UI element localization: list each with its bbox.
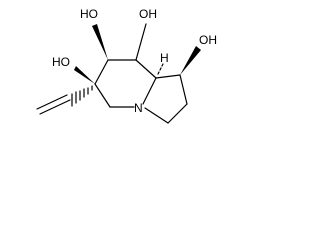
label-h8a: H [160,51,169,65]
wedge-c1-oh [180,46,201,75]
bond-c8a-n4 [142,77,157,105]
bond-vinyl-double-a [39,99,71,115]
bond-c8a-c1 [155,74,181,79]
hash-c8a-h [157,63,164,75]
bond-c5-c6 [94,83,111,108]
label-oh-c8: OH [139,7,157,21]
structure-drawing: OH HO HO OH N H [36,7,217,124]
molecule-canvas: OH HO HO OH N H [0,0,238,146]
wedge-c6-oh [74,66,95,84]
bond-c6-c7 [94,59,109,85]
label-oh-c6: HO [52,55,70,69]
label-n4: N [134,101,143,115]
bond-c3-n4 [144,107,169,124]
wedge-c7-oh [92,24,108,60]
bond-c8-oh [135,23,147,61]
label-oh-c7: HO [80,7,98,21]
hash-c6-vinyl [71,85,93,107]
bond-c8-c8a [135,59,157,79]
bond-c1-c2 [179,74,188,105]
bond-c2-c3 [167,103,188,124]
bond-vinyl-double-b [36,94,68,110]
label-oh-c1: OH [199,33,217,47]
